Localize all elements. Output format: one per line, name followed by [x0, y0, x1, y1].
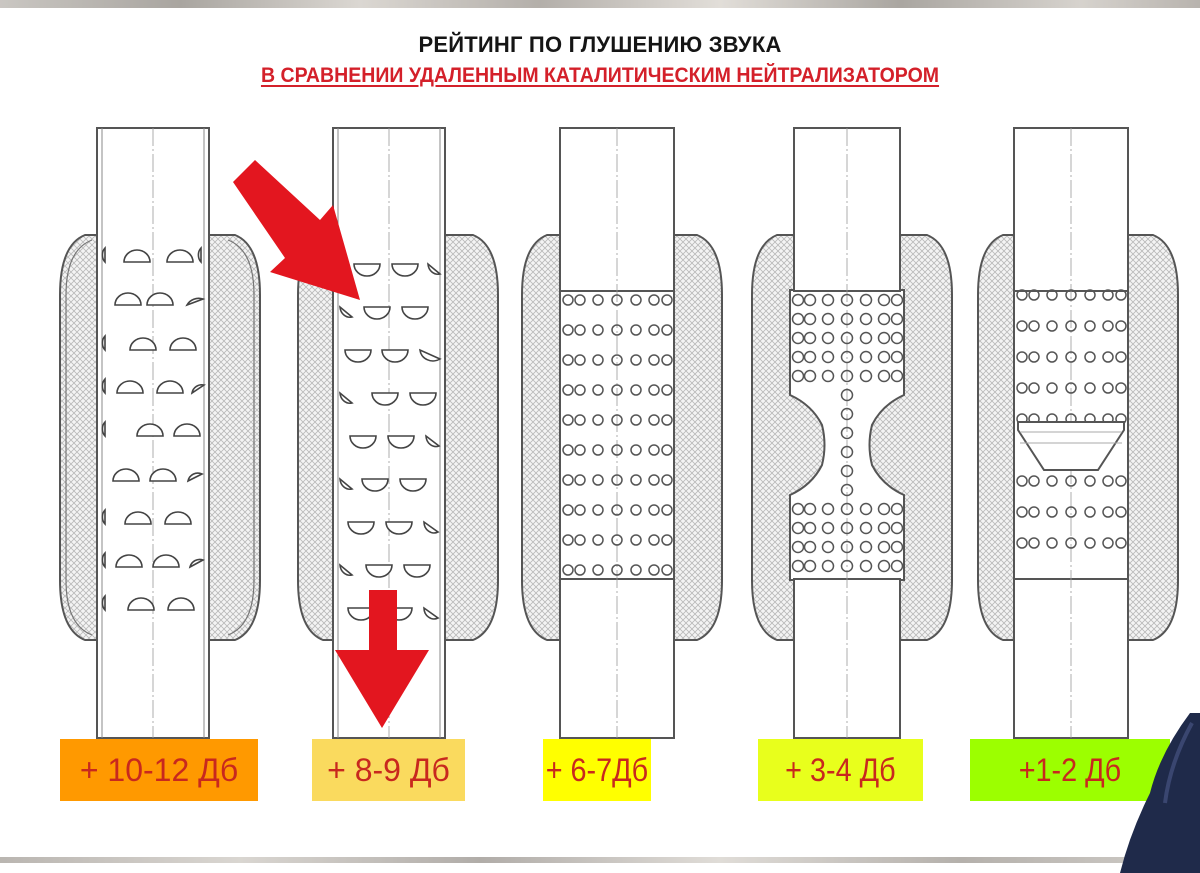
muffler-diagram-venturi-perforated [742, 125, 962, 740]
muffler-diagram-louver-concave [288, 125, 508, 740]
background-photo-strip-bottom [0, 857, 1200, 863]
page-title: РЕЙТИНГ ПО ГЛУШЕНИЮ ЗВУКА [418, 32, 782, 57]
muffler-diagram-louver-convex [50, 125, 270, 740]
muffler-diagram-baffle-perforated [968, 125, 1188, 740]
rating-label: +1-2 Дб [1018, 751, 1122, 788]
presenter-shoulder [1120, 713, 1200, 873]
rating-label: + 3-4 Дб [785, 751, 896, 788]
rating-badge-4: + 3-4 Дб [758, 739, 923, 801]
rating-badge-3: + 6-7Дб [543, 739, 651, 801]
rating-label: + 6-7Дб [545, 751, 649, 788]
page-subtitle: В СРАВНЕНИИ УДАЛЕННЫМ КАТАЛИТИЧЕСКИМ НЕЙ… [260, 64, 940, 87]
background-photo-strip-top [0, 0, 1200, 8]
rating-label: + 10-12 Дб [79, 751, 239, 788]
down-arrow-icon [335, 590, 429, 728]
rating-badge-1: + 10-12 Дб [60, 739, 258, 801]
rating-label: + 8-9 Дб [327, 751, 450, 788]
muffler-diagram-straight-perforated [512, 125, 732, 740]
diagonal-arrow-icon [233, 160, 360, 300]
rating-badge-2: + 8-9 Дб [312, 739, 465, 801]
rating-badge-5: +1-2 Дб [970, 739, 1170, 801]
